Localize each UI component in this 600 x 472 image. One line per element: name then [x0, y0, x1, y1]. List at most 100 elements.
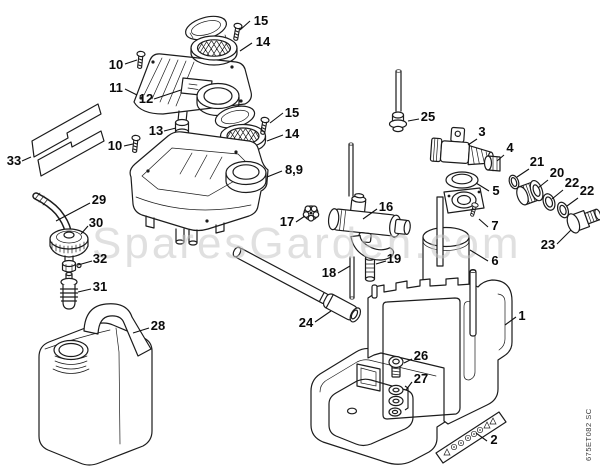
part-number-33: 33 — [7, 153, 21, 168]
part-number-16: 16 — [379, 199, 393, 214]
strainer-31 — [59, 271, 79, 310]
pump-rod — [436, 196, 444, 267]
screw-15-top — [230, 22, 243, 42]
basin-hole — [346, 407, 358, 415]
guide-peg — [371, 284, 378, 299]
upper-housing-8-9 — [129, 131, 269, 246]
pump-tube-24 — [232, 246, 362, 323]
leader-line-22 — [566, 197, 579, 207]
leader-line-19 — [375, 260, 387, 265]
housing-basin — [310, 347, 449, 465]
part-number-1: 1 — [518, 308, 525, 323]
part-number-19: 19 — [387, 251, 401, 266]
leader-line-15 — [239, 20, 251, 31]
part-number-10: 10 — [109, 57, 123, 72]
guide-pin — [469, 269, 477, 337]
leader-line-32 — [77, 260, 93, 266]
leader-line-8,9 — [266, 170, 283, 178]
o-ring-21 — [508, 174, 520, 190]
part-number-3: 3 — [478, 124, 485, 139]
leader-line-25 — [407, 118, 420, 122]
part-number-11: 11 — [109, 80, 123, 95]
leader-line-29 — [55, 202, 91, 222]
leader-line-11 — [124, 88, 138, 96]
part-number-31: 31 — [93, 279, 107, 294]
nut-32 — [61, 259, 82, 273]
leader-line-10 — [123, 143, 134, 147]
knob-17 — [302, 205, 320, 222]
cap-4 — [483, 155, 501, 172]
part-number-5: 5 — [492, 183, 499, 198]
leader-line-2 — [475, 432, 488, 442]
part-number-15: 15 — [254, 13, 268, 28]
leader-line-15 — [269, 112, 284, 124]
leader-line-13 — [163, 127, 177, 132]
part-number-28: 28 — [151, 318, 165, 333]
part-number-14: 14 — [256, 34, 271, 49]
leader-line-17 — [295, 215, 306, 223]
part-number-4: 4 — [506, 140, 514, 155]
leader-line-23 — [556, 229, 572, 245]
part-number-6: 6 — [491, 253, 498, 268]
leader-line-7 — [478, 218, 489, 228]
leader-line-26 — [403, 358, 413, 364]
leader-line-16 — [362, 208, 378, 220]
screw-26 — [388, 355, 404, 378]
part-number-29: 29 — [92, 192, 106, 207]
leader-line-28 — [132, 327, 150, 334]
tank-cap-30 — [49, 228, 89, 262]
leader-line-20 — [537, 179, 549, 189]
seal-ring-22b — [556, 201, 570, 219]
part-number-15: 15 — [285, 105, 299, 120]
pump-head-assembly — [429, 126, 501, 267]
leader-line-3 — [467, 138, 478, 146]
gasket-5 — [445, 171, 479, 189]
strainer-mesh — [227, 128, 259, 144]
container-28 — [38, 303, 153, 466]
part-number-25: 25 — [421, 109, 435, 124]
part-number-22: 22 — [580, 183, 594, 198]
strainer-mesh — [197, 39, 231, 57]
watermark: SparesGarden.com — [92, 219, 522, 268]
pump-flange — [443, 187, 485, 214]
leader-line-27 — [405, 381, 413, 391]
part-number-8,9: 8,9 — [285, 162, 303, 177]
seal-ring-22a — [542, 193, 556, 211]
washer-bracket — [404, 385, 409, 411]
part-number-13: 13 — [149, 123, 163, 138]
part-number-10: 10 — [108, 138, 122, 153]
part-number-17: 17 — [280, 214, 294, 229]
part-number-7: 7 — [491, 218, 498, 233]
hose-connector-23 — [566, 208, 600, 234]
leader-line-33 — [21, 156, 32, 162]
warning-label-2 — [435, 411, 507, 464]
part-number-32: 32 — [93, 251, 107, 266]
leader-line-12 — [153, 89, 182, 100]
filler-cap-top-14 — [185, 15, 238, 66]
tube-18 — [348, 142, 355, 300]
part-number-21: 21 — [530, 154, 544, 169]
leader-line-1 — [504, 316, 517, 326]
tube-25 — [388, 69, 408, 133]
valve-lever — [350, 234, 395, 261]
leader-line-31 — [77, 288, 92, 293]
main-housing-1 — [310, 269, 513, 465]
part-number-2: 2 — [490, 432, 497, 447]
washers-27 — [388, 384, 409, 417]
part-number-18: 18 — [322, 265, 336, 280]
leader-line-14 — [266, 134, 284, 142]
part-number-14: 14 — [285, 126, 300, 141]
part-number-24: 24 — [299, 315, 314, 330]
part-number-23: 23 — [541, 237, 555, 252]
part-number-12: 12 — [139, 91, 153, 106]
leader-line-30 — [80, 225, 89, 235]
label-set-33 — [31, 103, 105, 177]
leader-line-14 — [239, 42, 253, 52]
leader-line-21 — [516, 168, 530, 178]
leader-line-5 — [475, 182, 490, 192]
part-number-22: 22 — [565, 175, 579, 190]
part-number-26: 26 — [414, 348, 428, 363]
